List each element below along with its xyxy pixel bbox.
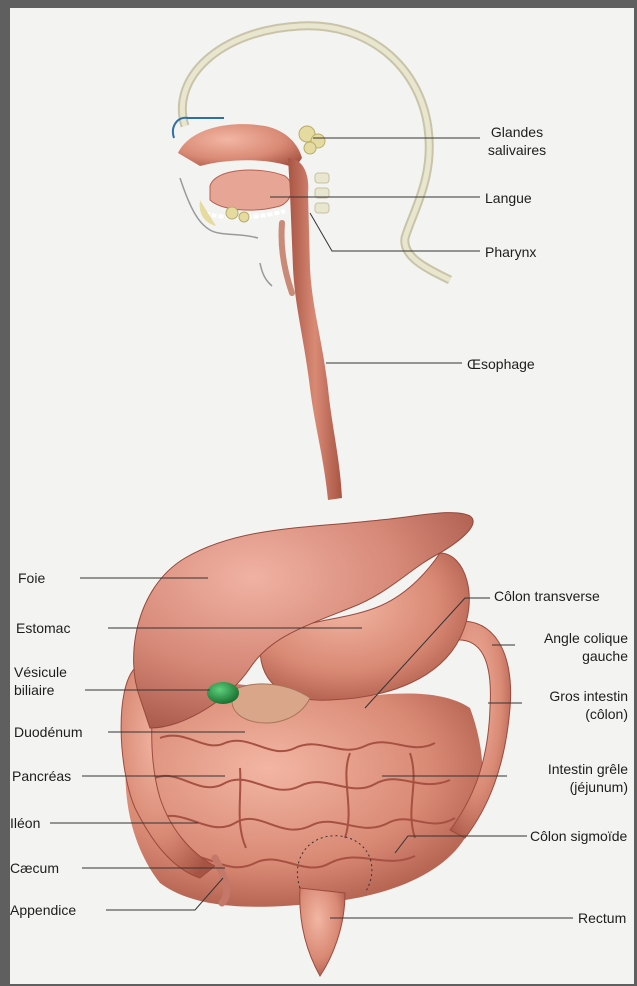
label-duodenum: Duodénum [14, 723, 83, 741]
label-caecum: Cæcum [10, 859, 59, 877]
label-oesophage: Œsophage [467, 355, 535, 373]
label-foie: Foie [18, 569, 45, 587]
label-gros-line1: Gros intestin [510, 687, 628, 705]
label-angle-line2: gauche [510, 647, 628, 665]
label-angle-colique-gauche: Angle colique gauche [510, 629, 628, 665]
label-langue: Langue [485, 189, 532, 207]
esophagus [282, 158, 342, 500]
label-appendice: Appendice [10, 901, 76, 919]
label-gros-intestin: Gros intestin (côlon) [510, 687, 628, 723]
label-angle-line1: Angle colique [510, 629, 628, 647]
label-colon-sigmoide: Côlon sigmoïde [530, 827, 627, 845]
label-grele-line1: Intestin grêle [500, 760, 628, 778]
label-vesicule-biliaire: Vésicule biliaire [14, 663, 67, 699]
label-glandes-salivaires: Glandes salivaires [476, 123, 558, 159]
label-estomac: Estomac [16, 619, 70, 637]
label-rectum: Rectum [578, 909, 626, 927]
label-colon-transverse: Côlon transverse [494, 587, 600, 605]
label-glandes-line1: Glandes [476, 123, 558, 141]
label-intestin-grele: Intestin grêle (jéjunum) [500, 760, 628, 796]
label-vesicule-line1: Vésicule [14, 663, 67, 681]
label-pancreas: Pancréas [12, 767, 71, 785]
label-grele-line2: (jéjunum) [500, 778, 628, 796]
small-intestine [125, 694, 482, 907]
label-gros-line2: (côlon) [510, 705, 628, 723]
label-ileon: Iléon [10, 814, 40, 832]
label-glandes-line2: salivaires [476, 141, 558, 159]
label-vesicule-line2: biliaire [14, 681, 67, 699]
label-pharynx: Pharynx [485, 243, 536, 261]
gallbladder [207, 682, 239, 704]
anatomy-poster: Glandes salivaires Langue Pharynx Œsopha… [10, 8, 634, 984]
